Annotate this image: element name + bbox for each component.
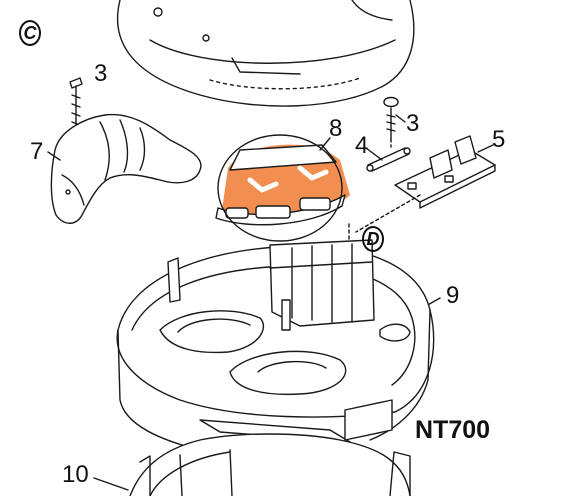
screw-right xyxy=(383,96,399,151)
reference-marker-d-label: D xyxy=(366,228,380,249)
reference-marker-c-label: C xyxy=(23,22,37,43)
pin-part xyxy=(366,147,411,172)
callout-base-housing: 9 xyxy=(446,282,460,309)
callout-screw-right: 3 xyxy=(406,110,420,137)
model-label: NT700 xyxy=(415,416,491,444)
handle-part xyxy=(50,113,202,224)
switch-cover xyxy=(215,134,350,242)
base-housing xyxy=(116,239,435,451)
callout-screw-left: 3 xyxy=(94,60,108,87)
reference-marker-d: D xyxy=(362,226,384,252)
circuit-board xyxy=(394,135,496,209)
callout-handle: 7 xyxy=(30,138,44,165)
callout-pin: 4 xyxy=(355,132,369,159)
callout-circuit-board: 5 xyxy=(492,126,506,153)
top-dome-cover xyxy=(116,0,415,107)
callout-switch-cover: 8 xyxy=(329,115,343,142)
lower-part xyxy=(129,433,411,496)
reference-marker-c: C xyxy=(19,20,41,46)
callout-lower-part: 10 xyxy=(62,461,89,488)
